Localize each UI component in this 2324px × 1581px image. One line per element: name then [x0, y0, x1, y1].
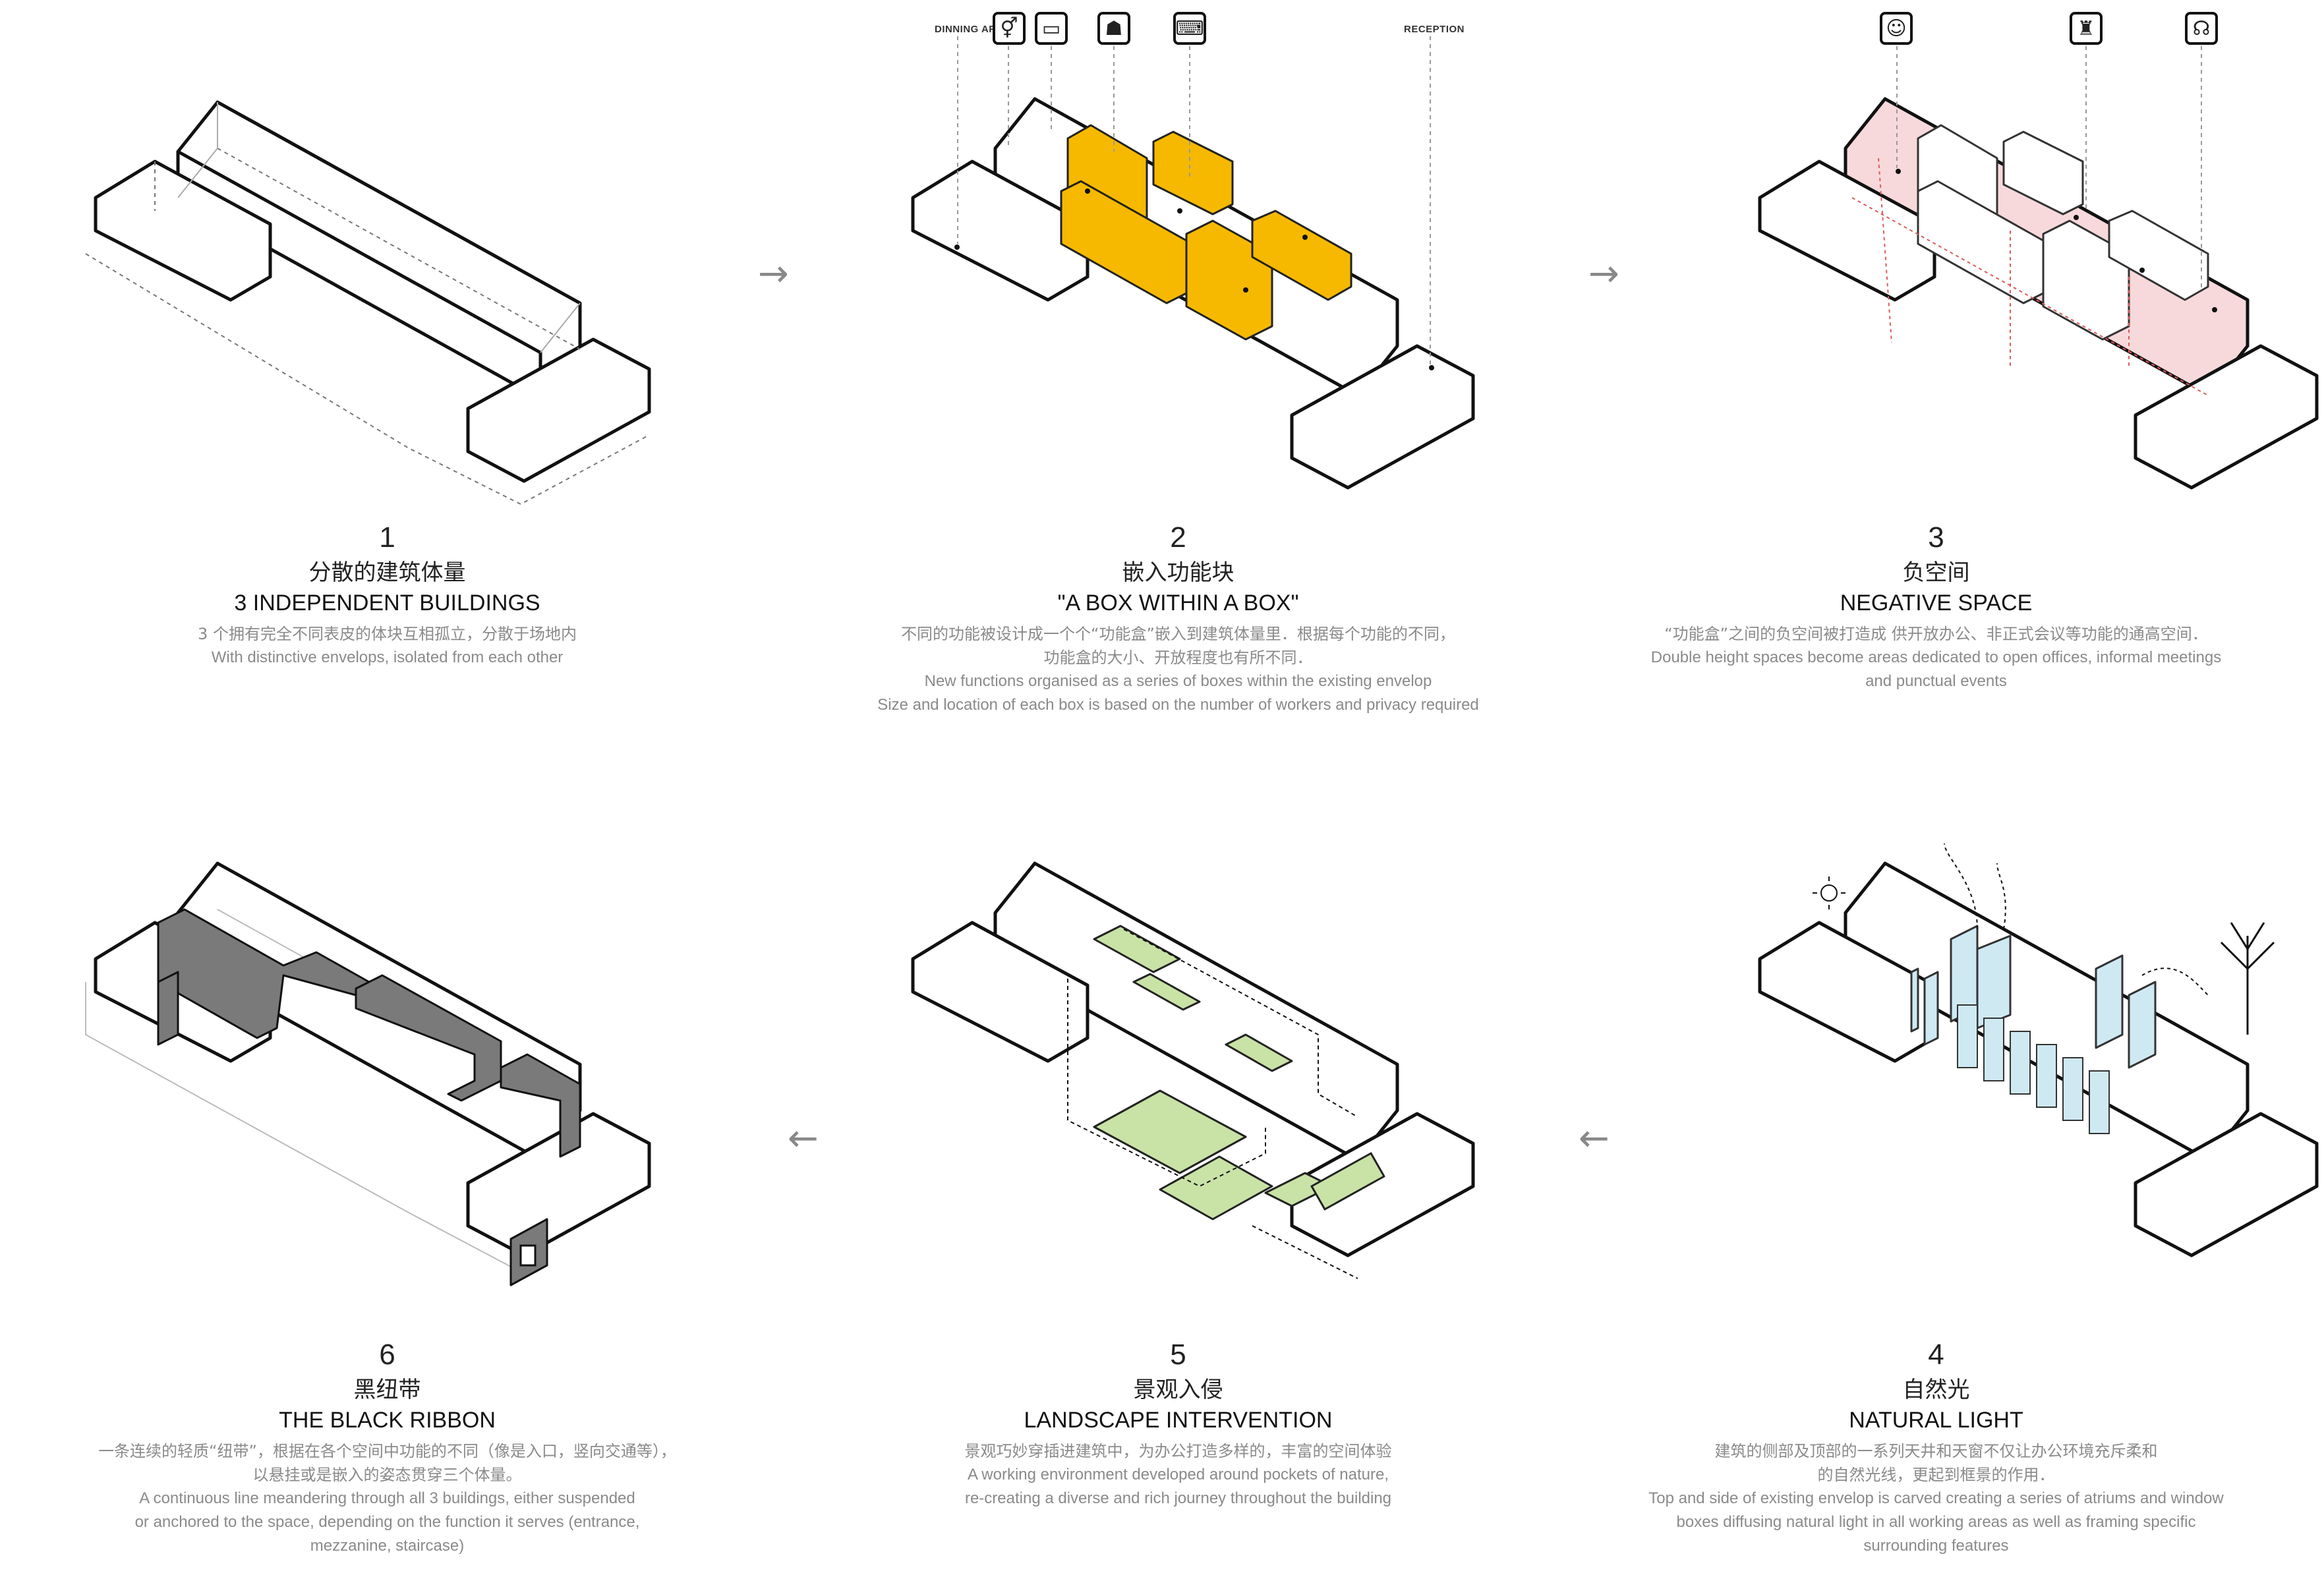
- landscape-intervention-axonometric: [911, 861, 1475, 1279]
- desc-en-line: A working environment developed around p…: [967, 1466, 1389, 1483]
- step-number: 3: [1928, 521, 1944, 554]
- desc-en-line: New functions organised as a series of b…: [924, 672, 1432, 690]
- sun-icon: [1813, 877, 1845, 909]
- desc-en-line: boxes diffusing natural light in all wor…: [1676, 1513, 2196, 1531]
- desc-cn-line: 的自然光线，更起到框景的作用．: [1817, 1466, 2055, 1484]
- step-title-en: NATURAL LIGHT: [1849, 1408, 2023, 1433]
- desc-en-line: mezzanine, staircase): [310, 1537, 465, 1555]
- step-1-diagram: [0, 0, 774, 540]
- desc-cn-line: 景观巧妙穿插进建筑中，为办公打造多样的，丰富的空间体验: [964, 1442, 1392, 1460]
- step-6-caption: 6 黑纽带 THE BLACK RIBBON 一条连续的轻质“纽带”，根据在各个…: [0, 1338, 774, 1558]
- meeting-icon: ☗: [1097, 12, 1130, 45]
- workstation-icon: ▭: [1035, 12, 1068, 45]
- step-title-cn: 分散的建筑体量: [308, 560, 466, 586]
- handshake-icon: ☺: [1880, 12, 1913, 45]
- black-ribbon-axonometric: [85, 861, 651, 1286]
- step-description: 建筑的侧部及顶部的一系列天井和天窗不仅让办公环境充斥柔和 的自然光线，更起到框景…: [1549, 1439, 2323, 1558]
- step-5-diagram: [791, 817, 1565, 1358]
- step-4-caption: 4 自然光 NATURAL LIGHT 建筑的侧部及顶部的一系列天井和天窗不仅让…: [1549, 1338, 2323, 1558]
- tag-reception: RECEPTION: [1404, 24, 1465, 35]
- step-6-diagram: [0, 817, 774, 1358]
- arrow-right-icon: →: [758, 252, 789, 295]
- negative-space-axonometric: [1758, 46, 2319, 490]
- natural-light-axonometric: [1758, 843, 2319, 1257]
- step-4-diagram: [1549, 817, 2323, 1358]
- lounge-icon: ♜: [2070, 12, 2103, 45]
- step-2-diagram: [791, 0, 1565, 540]
- step-number: 1: [379, 521, 395, 554]
- desc-en-line: and punctual events: [1865, 672, 2007, 690]
- step-3-diagram: [1549, 0, 2323, 540]
- desc-cn-line: 3 个拥有完全不同表皮的体块互相孤立，分散于场地内: [198, 625, 577, 643]
- step-title-en: NEGATIVE SPACE: [1840, 590, 2033, 616]
- step-title-en: THE BLACK RIBBON: [279, 1408, 496, 1433]
- step-description: “功能盒”之间的负空间被打造成 供开放办公、非正式会议等功能的通高空间． Dou…: [1549, 622, 2323, 693]
- desc-en-line: re-creating a diverse and rich journey t…: [964, 1489, 1392, 1507]
- desc-en-line: Top and side of existing envelop is carv…: [1648, 1489, 2224, 1507]
- box-within-box-axonometric: [911, 36, 1475, 490]
- step-1-caption: 1 分散的建筑体量 3 INDEPENDENT BUILDINGS 3 个拥有完…: [0, 521, 774, 670]
- arrow-left-icon: ←: [1579, 1117, 1610, 1160]
- step-description: 景观巧妙穿插进建筑中，为办公打造多样的，丰富的空间体验 A working en…: [791, 1439, 1565, 1510]
- arrow-right-icon: →: [1588, 252, 1619, 295]
- step-title-en: "A BOX WITHIN A BOX": [1057, 590, 1299, 616]
- office-icon: ⌨: [1173, 12, 1206, 45]
- arrow-left-icon: ←: [788, 1117, 819, 1160]
- desc-cn-line: 不同的功能被设计成一个个“功能盒”嵌入到建筑体量里．根据每个功能的不同，: [901, 625, 1455, 643]
- desc-en-line: Double height spaces become areas dedica…: [1650, 648, 2222, 666]
- tag-dinning-area: DINNING AREA: [935, 24, 1011, 35]
- step-number: 6: [379, 1338, 395, 1371]
- step-2-caption: 2 嵌入功能块 "A BOX WITHIN A BOX" 不同的功能被设计成一个…: [791, 521, 1565, 717]
- step-5-caption: 5 景观入侵 LANDSCAPE INTERVENTION 景观巧妙穿插进建筑中…: [791, 1338, 1565, 1510]
- three-buildings-axonometric: [85, 100, 651, 505]
- step-description: 不同的功能被设计成一个个“功能盒”嵌入到建筑体量里．根据每个功能的不同， 功能盒…: [791, 622, 1565, 717]
- step-title-cn: 嵌入功能块: [1122, 560, 1235, 586]
- step-title-cn: 黑纽带: [353, 1377, 421, 1403]
- desc-cn-line: 一条连续的轻质“纽带”，根据在各个空间中功能的不同（像是入口，竖向交通等），: [98, 1442, 676, 1460]
- desc-en-line: A continuous line meandering through all…: [139, 1489, 635, 1507]
- desc-en-line: With distinctive envelops, isolated from…: [211, 648, 564, 666]
- step-title-cn: 负空间: [1902, 560, 1970, 586]
- desc-cn-line: 以悬挂或是嵌入的姿态贯穿三个体量。: [252, 1466, 522, 1484]
- step-title-cn: 景观入侵: [1133, 1377, 1223, 1403]
- desc-cn-line: “功能盒”之间的负空间被打造成 供开放办公、非正式会议等功能的通高空间．: [1664, 625, 2208, 643]
- desc-en-line: surrounding features: [1863, 1537, 2009, 1555]
- step-title-en: LANDSCAPE INTERVENTION: [1024, 1408, 1333, 1433]
- desc-cn-line: 功能盒的大小、开放程度也有所不同．: [1043, 648, 1313, 667]
- desc-cn-line: 建筑的侧部及顶部的一系列天井和天窗不仅让办公环境充斥柔和: [1714, 1442, 2158, 1460]
- tree-icon: [2220, 922, 2275, 1035]
- desc-en-line: or anchored to the space, depending on t…: [134, 1513, 640, 1531]
- event-icon: ☊: [2185, 12, 2218, 45]
- step-number: 4: [1928, 1338, 1944, 1371]
- step-description: 3 个拥有完全不同表皮的体块互相孤立，分散于场地内 With distincti…: [0, 622, 774, 670]
- step-number: 2: [1170, 521, 1186, 554]
- step-title-en: 3 INDEPENDENT BUILDINGS: [234, 590, 540, 616]
- step-3-caption: 3 负空间 NEGATIVE SPACE “功能盒”之间的负空间被打造成 供开放…: [1549, 521, 2323, 693]
- step-title-cn: 自然光: [1902, 1377, 1970, 1403]
- restroom-icon: ⚥: [993, 12, 1026, 45]
- step-number: 5: [1170, 1338, 1186, 1371]
- step-description: 一条连续的轻质“纽带”，根据在各个空间中功能的不同（像是入口，竖向交通等）， 以…: [0, 1439, 774, 1558]
- desc-en-line: Size and location of each box is based o…: [877, 696, 1479, 714]
